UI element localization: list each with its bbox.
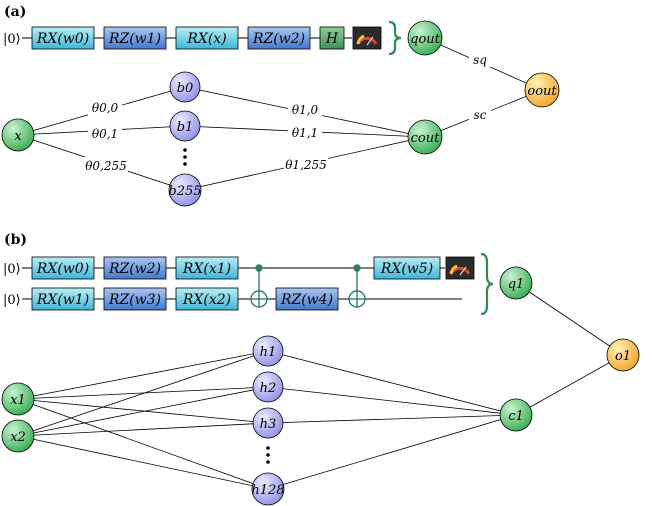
edge-label-sc: sc — [469, 106, 491, 122]
node-h128: h128 — [251, 472, 285, 506]
gate-rx-w0: RX(w0) — [31, 26, 95, 50]
node-o1: o1 — [606, 338, 640, 372]
svg-text:b0: b0 — [177, 81, 194, 96]
svg-text:RX(x): RX(x) — [186, 31, 226, 47]
svg-text:RX(x2): RX(x2) — [182, 292, 231, 308]
node-h2: h2 — [252, 371, 284, 403]
svg-text:qout: qout — [410, 32, 441, 47]
svg-text:RX(w0): RX(w0) — [36, 261, 89, 277]
edge-label-theta-1-1: θ1,1 — [288, 124, 322, 140]
cnot-gate-2 — [348, 264, 366, 308]
svg-text:RZ(w2): RZ(w2) — [252, 31, 305, 47]
gate-rx-w0-b: RX(w0) — [31, 256, 95, 280]
gate-rx-x1: RX(x1) — [175, 256, 239, 280]
svg-text:RZ(w1): RZ(w1) — [108, 31, 161, 47]
measurement-meter-icon — [352, 26, 382, 50]
svg-text:θ0,1: θ0,1 — [92, 127, 118, 141]
gate-rx-x: RX(x) — [175, 26, 239, 50]
node-c-out: cout — [407, 119, 443, 155]
svg-text:h128: h128 — [251, 483, 284, 498]
panel-a-label: (a) — [4, 4, 26, 20]
node-b255: b255 — [168, 173, 202, 207]
node-b1: b1 — [169, 110, 201, 142]
svg-text:θ1,0: θ1,0 — [292, 103, 319, 117]
svg-text:θ0,255: θ0,255 — [85, 159, 127, 173]
svg-text:c1: c1 — [508, 409, 524, 424]
gate-rx-w5: RX(w5) — [373, 256, 441, 280]
svg-text:oout: oout — [527, 84, 557, 99]
svg-text:x: x — [14, 129, 22, 144]
gate-rz-w2-b: RZ(w2) — [103, 256, 167, 280]
gate-rx-w1: RX(w1) — [31, 287, 95, 311]
ellipsis-dots-b — [266, 446, 270, 464]
node-c1: c1 — [499, 398, 533, 432]
cnot-gate-1 — [250, 264, 268, 308]
svg-text:o1: o1 — [615, 349, 631, 364]
svg-text:b1: b1 — [177, 120, 194, 135]
svg-text:sq: sq — [473, 53, 487, 67]
gate-rz-w3: RZ(w3) — [103, 287, 167, 311]
svg-text:q1: q1 — [508, 277, 525, 292]
network-edges-b — [17, 282, 624, 490]
svg-text:RX(w0): RX(w0) — [36, 31, 89, 47]
panel-b-label: (b) — [4, 232, 27, 248]
node-x: x — [1, 118, 35, 152]
svg-text:θ0,0: θ0,0 — [92, 101, 119, 115]
edge-label-sq: sq — [469, 51, 491, 67]
node-h3: h3 — [252, 407, 284, 439]
svg-text:x2: x2 — [10, 430, 26, 445]
ket-zero-2: |0⟩ — [3, 293, 21, 308]
svg-text:RZ(w2): RZ(w2) — [108, 261, 161, 277]
gate-rz-w2: RZ(w2) — [247, 26, 311, 50]
svg-text:x1: x1 — [10, 393, 26, 408]
output-brace — [388, 20, 402, 56]
measurement-meter-icon-b — [445, 256, 475, 280]
svg-text:sc: sc — [474, 108, 487, 122]
svg-text:b255: b255 — [168, 184, 201, 199]
svg-text:RZ(w4): RZ(w4) — [280, 292, 333, 308]
node-q1: q1 — [499, 266, 533, 300]
svg-text:h3: h3 — [260, 417, 277, 432]
svg-text:RZ(w3): RZ(w3) — [108, 292, 161, 308]
svg-text:θ1,255: θ1,255 — [285, 158, 327, 172]
node-q-out: qout — [407, 20, 443, 56]
svg-text:H: H — [325, 31, 339, 47]
gate-rz-w4: RZ(w4) — [275, 287, 339, 311]
svg-text:h2: h2 — [260, 381, 277, 396]
node-b0: b0 — [169, 71, 201, 103]
output-brace-b — [480, 252, 494, 316]
svg-text:RX(w5): RX(w5) — [380, 261, 433, 277]
edge-label-theta-1-255: θ1,255 — [284, 156, 328, 172]
svg-text:θ1,1: θ1,1 — [292, 126, 318, 140]
edge-label-theta-1-0: θ1,0 — [288, 101, 322, 117]
edge-label-theta-0-0: θ0,0 — [88, 99, 122, 115]
ket-zero: |0⟩ — [3, 32, 21, 47]
svg-text:RX(x1): RX(x1) — [182, 261, 231, 277]
svg-text:cout: cout — [411, 131, 440, 146]
svg-text:h1: h1 — [260, 345, 277, 360]
gate-rx-x2: RX(x2) — [175, 287, 239, 311]
node-h1: h1 — [252, 335, 284, 367]
gate-rz-w1: RZ(w1) — [103, 26, 167, 50]
svg-text:RX(w1): RX(w1) — [36, 292, 89, 308]
node-x1: x1 — [1, 382, 35, 416]
edge-label-theta-0-1: θ0,1 — [88, 125, 122, 141]
edge-label-theta-0-255: θ0,255 — [84, 157, 128, 173]
ellipsis-dots-a — [183, 148, 187, 166]
ket-zero-1: |0⟩ — [3, 262, 21, 277]
gate-h: H — [319, 26, 345, 50]
node-o-out: oout — [524, 72, 560, 108]
node-x2: x2 — [1, 419, 35, 453]
